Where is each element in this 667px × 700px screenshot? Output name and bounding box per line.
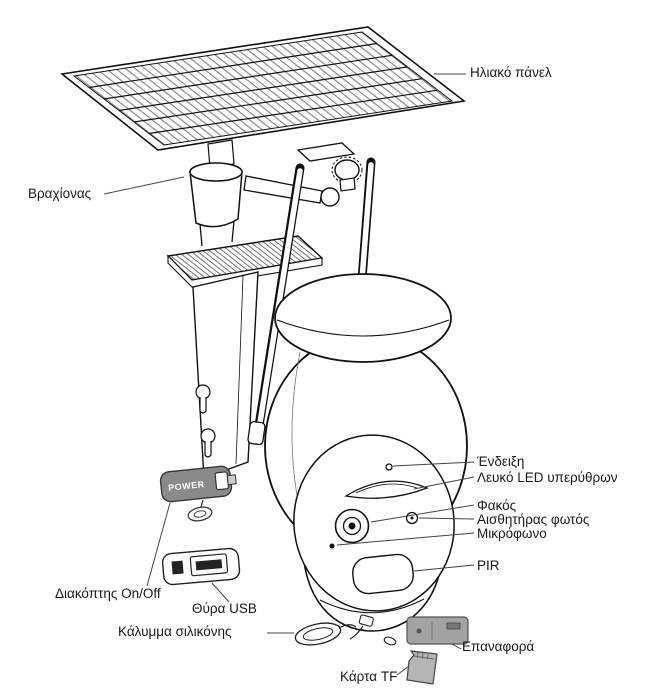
leader-pir [413,564,475,572]
leader-lens [370,504,475,523]
reset-slot-drawing [406,616,469,645]
label-usb-port: Θύρα USB [192,601,257,616]
leader-usb [211,582,230,603]
panel-tilt-mount-drawing [189,139,363,247]
label-indicator: Ένδειξη [477,454,525,469]
ball-joint-drawing [320,187,340,207]
leader-white-led [413,476,475,490]
power-engraving: POWER [168,479,205,493]
tf-card-drawing [406,650,438,685]
leader-bracket [103,176,185,195]
label-white-led: Λευκό LED υπερύθρων [477,470,618,485]
label-pir: PIR [477,558,500,573]
light-sensor-drawing [405,511,419,525]
keyhole-slots [195,384,216,458]
silicone-cover-drawing [294,614,397,646]
indicator-hole [385,463,393,471]
leader-light-sensor [418,517,475,520]
solar-panel-drawing [60,26,466,151]
adjustment-knob-drawing [331,156,363,192]
leader-tf-card [396,665,410,676]
label-reset: Επαναφορά [462,639,535,654]
label-light-sensor: Αισθητήρας φωτός [477,512,590,527]
microphone-hole [329,543,335,549]
leader-on-off [146,502,171,587]
label-solar-panel: Ηλιακό πάνελ [470,65,552,80]
solar-panel-row-lines [88,42,438,135]
leader-indicator [392,461,475,467]
power-plug-drawing [187,499,213,522]
label-lens: Φακός [477,498,517,513]
camera-face-drawing [293,434,455,612]
label-tf-card: Κάρτα TF [340,669,398,684]
label-on-off-switch: Διακόπτης On/Off [55,586,161,601]
label-bracket: Βραχίονας [28,186,92,201]
power-switch-drawing: POWER [159,465,237,503]
led-window [344,480,429,499]
label-silicone-cover: Κάλυμμα σιλικόνης [118,624,232,639]
pir-window [352,553,414,595]
usb-port-drawing [161,547,241,586]
mounting-arm-drawing [189,162,243,247]
label-microphone: Μικρόφωνο [477,526,547,541]
leader-lines [103,73,475,676]
antenna-left [247,163,305,446]
leader-microphone [336,532,475,546]
lens-drawing [334,508,370,544]
leader-reset [451,643,462,650]
